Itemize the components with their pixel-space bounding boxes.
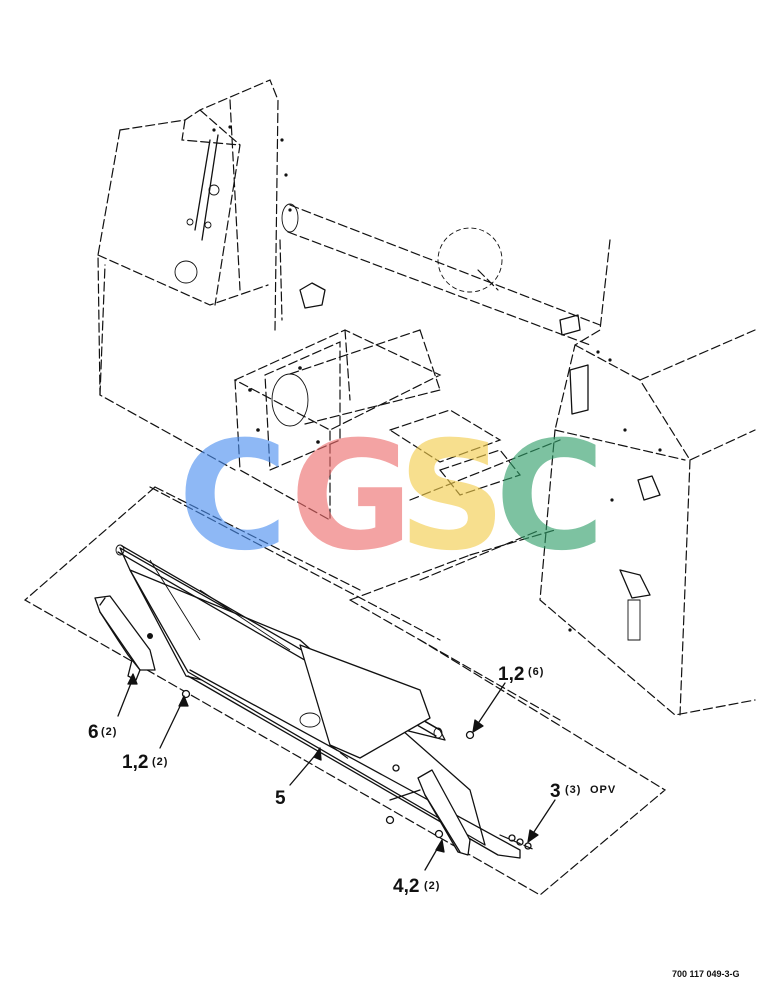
hardware-fasteners (181, 689, 536, 851)
watermark-letter-2: G (290, 410, 413, 584)
callout-1-2-left-number: 1,2 (122, 752, 148, 773)
callout-1-2-right-number: 1,2 (498, 664, 524, 685)
callout-3-number: 3 (550, 781, 561, 802)
part-4-bracket (389, 769, 471, 856)
callout-6-number: 6 (88, 722, 99, 743)
callout-3: 3 (3) OPV (550, 781, 616, 802)
watermark-logo: C G S C (178, 410, 605, 584)
left-frame-housing (97, 79, 292, 471)
callout-3-opv: OPV (590, 784, 616, 796)
callout-1-2-left: 1,2 (2) (122, 752, 168, 773)
part-5-shield-panel (115, 544, 521, 859)
callout-6-quantity: (2) (101, 726, 117, 738)
watermark-letter-4: C (495, 410, 605, 584)
assembly-outline (23, 486, 667, 896)
callout-1-2-right-quantity: (6) (528, 666, 544, 678)
callout-3-quantity: (3) (565, 784, 581, 796)
mounting-plate (233, 329, 442, 522)
watermark-letter-3: S (398, 410, 506, 584)
callout-5: 5 (275, 788, 286, 809)
part-6-bracket (94, 595, 156, 681)
callout-5-number: 5 (275, 788, 286, 809)
callout-4-2-number: 4,2 (393, 876, 419, 897)
right-frame-housing (539, 239, 756, 716)
watermark-letter-1: C (178, 410, 288, 584)
callout-4-2: 4,2 (2) (393, 876, 440, 897)
callout-1-2-left-quantity: (2) (152, 756, 168, 768)
callout-6: 6 (2) (88, 722, 117, 743)
callout-1-2-right: 1,2 (6) (498, 664, 544, 685)
callout-4-2-quantity: (2) (424, 880, 440, 892)
phantom-outlines (349, 409, 561, 721)
drawing-number: 700 117 049-3-G (672, 969, 740, 979)
leader-lines (117, 673, 556, 871)
horizontal-shaft (279, 203, 601, 346)
